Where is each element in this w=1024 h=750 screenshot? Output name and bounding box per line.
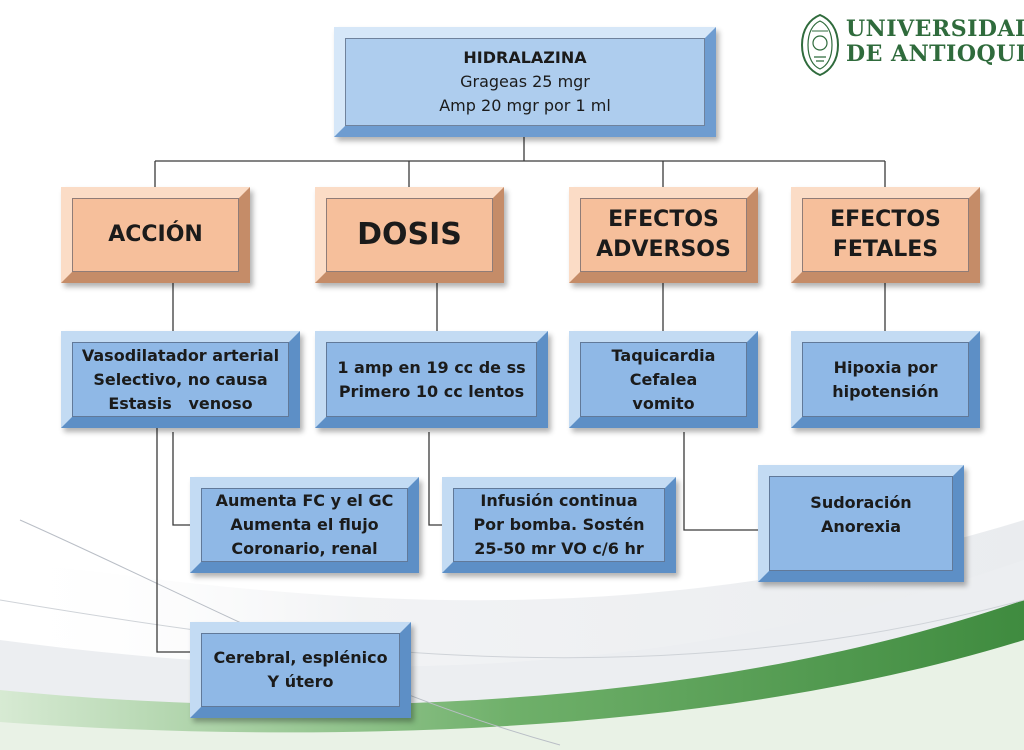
root-line-grageas: Grageas 25 mgr — [460, 72, 590, 91]
subdetail-box-cerebral: Cerebral, esplénico Y útero — [190, 622, 411, 718]
subdetail-box-aumenta-fc: Aumenta FC y el GC Aumenta el flujo Coro… — [190, 477, 419, 573]
root-box-hidralazina: HIDRALAZINA Grageas 25 mgr Amp 20 mgr po… — [334, 27, 716, 137]
category-box-efectos-fetales: EFECTOS FETALES — [791, 187, 980, 283]
university-seal-icon — [800, 13, 840, 77]
subdetail-infusion-line1: Infusión continua — [480, 491, 638, 510]
detail-dosis-line1: 1 amp en 19 cc de ss — [337, 357, 526, 377]
subdetail-sudoracion-line2: Anorexia — [820, 517, 902, 536]
detail-box-efectos-fetales: Hipoxia por hipotensión — [791, 331, 980, 428]
category-label-accion: ACCIÓN — [108, 222, 203, 247]
subdetail-cerebral-line2: Y útero — [267, 672, 334, 691]
subdetail-fc-line1: Aumenta FC y el GC — [215, 491, 394, 510]
category-label-fetales-line1: EFECTOS — [830, 207, 941, 232]
category-box-accion: ACCIÓN — [61, 187, 250, 283]
subdetail-sudoracion-line1: Sudoración — [810, 493, 912, 512]
category-box-dosis: DOSIS — [315, 187, 504, 283]
subdetail-fc-line3: Coronario, renal — [231, 539, 378, 558]
subdetail-box-sudoracion: Sudoración Anorexia — [758, 465, 964, 582]
root-title: HIDRALAZINA — [463, 48, 587, 67]
detail-accion-line1: Vasodilatador arterial — [81, 345, 280, 365]
category-box-efectos-adversos: EFECTOS ADVERSOS — [569, 187, 758, 283]
universidad-logo: UNIVERSIDAD DE ANTIOQUIA — [800, 13, 1024, 79]
detail-adversos-line1: Taquicardia — [611, 345, 716, 365]
detail-fetales-line2: hipotensión — [832, 381, 939, 401]
detail-fetales-line1: Hipoxia por — [833, 357, 938, 377]
category-label-fetales-line2: FETALES — [832, 237, 939, 262]
category-label-adversos-line2: ADVERSOS — [596, 237, 731, 262]
detail-adversos-line3: vomito — [632, 393, 695, 413]
detail-adversos-line2: Cefalea — [629, 369, 698, 389]
category-label-dosis: DOSIS — [357, 217, 462, 252]
category-label-adversos-line1: EFECTOS — [608, 207, 719, 232]
subdetail-cerebral-line1: Cerebral, esplénico — [213, 648, 388, 667]
detail-box-dosis: 1 amp en 19 cc de ss Primero 10 cc lento… — [315, 331, 548, 428]
root-line-ampolla: Amp 20 mgr por 1 ml — [439, 96, 611, 115]
detail-box-efectos-adversos: Taquicardia Cefalea vomito — [569, 331, 758, 428]
detail-dosis-line2: Primero 10 cc lentos — [338, 381, 525, 401]
detail-accion-line3: Estasis venoso — [108, 393, 253, 413]
logo-text-line2: DE ANTIOQUIA — [846, 41, 1024, 67]
subdetail-box-infusion: Infusión continua Por bomba. Sostén 25-5… — [442, 477, 676, 573]
subdetail-infusion-line2: Por bomba. Sostén — [473, 515, 645, 534]
subdetail-fc-line2: Aumenta el flujo — [230, 515, 379, 534]
subdetail-infusion-line3: 25-50 mr VO c/6 hr — [474, 539, 644, 558]
detail-accion-line2: Selectivo, no causa — [93, 369, 268, 389]
logo-text-line1: UNIVERSIDAD — [846, 16, 1024, 42]
detail-box-accion: Vasodilatador arterial Selectivo, no cau… — [61, 331, 300, 428]
